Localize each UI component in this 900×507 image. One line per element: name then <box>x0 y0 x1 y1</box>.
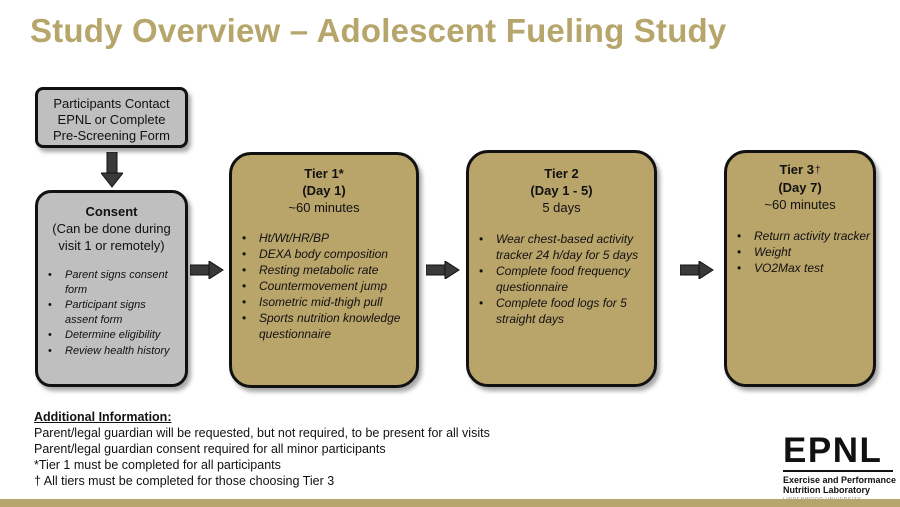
additional-info: Additional Information: Parent/legal gua… <box>34 409 490 489</box>
tier2-duration: 5 days <box>542 200 581 215</box>
right-arrow-icon <box>190 261 224 279</box>
list-item: Wear chest-based activity tracker 24 h/d… <box>469 231 654 263</box>
dagger-mark: † <box>814 165 821 176</box>
additional-info-line: Parent/legal guardian will be requested,… <box>34 426 490 440</box>
tier1-day: (Day 1) <box>302 183 346 198</box>
list-item: Resting metabolic rate <box>232 262 416 278</box>
tier2-box: Tier 2 (Day 1 - 5) 5 days Wear chest-bas… <box>466 150 657 387</box>
epnl-logo: EPNL Exercise and Performance Nutrition … <box>783 433 897 503</box>
down-arrow-icon <box>101 152 123 188</box>
tier3-bullets: Return activity tracker Weight VO2Max te… <box>727 228 873 276</box>
list-item: Participant signs assent form <box>38 298 185 327</box>
pre-screening-line: Participants Contact <box>53 96 170 111</box>
tier3-day: (Day 7) <box>778 180 822 195</box>
list-item: Countermovement jump <box>232 278 416 294</box>
right-arrow-icon <box>680 261 714 279</box>
pre-screening-line: Pre-Screening Form <box>52 128 171 143</box>
pre-screening-box: Participants Contact EPNL or Complete Pr… <box>35 87 188 148</box>
additional-info-line: Parent/legal guardian consent required f… <box>34 442 386 456</box>
tier1-heading: Tier 1* <box>304 166 344 181</box>
list-item: Review health history <box>38 344 185 359</box>
list-item: DEXA body composition <box>232 246 416 262</box>
additional-info-heading: Additional Information: <box>34 410 172 424</box>
list-item: Ht/Wt/HR/BP <box>232 230 416 246</box>
list-item: Return activity tracker <box>727 228 873 244</box>
consent-heading: Consent <box>85 204 138 219</box>
tier1-duration: ~60 minutes <box>288 200 360 215</box>
tier3-heading-row: Tier 3† <box>727 161 873 179</box>
consent-box: Consent (Can be done during visit 1 or r… <box>35 190 188 387</box>
consent-subtitle: (Can be done during <box>52 221 171 236</box>
list-item: Complete food frequency questionnaire <box>469 263 654 295</box>
list-item: VO2Max test <box>727 260 873 276</box>
list-item: Determine eligibility <box>38 328 185 343</box>
additional-info-line: † All tiers must be completed for those … <box>34 474 335 488</box>
consent-subtitle: visit 1 or remotely) <box>58 238 165 253</box>
tier3-heading: Tier 3 <box>779 162 814 177</box>
tier1-box: Tier 1* (Day 1) ~60 minutes Ht/Wt/HR/BP … <box>229 152 419 388</box>
pre-screening-line: EPNL or Complete <box>57 112 166 127</box>
list-item: Complete food logs for 5 straight days <box>469 295 654 327</box>
logo-line: Nutrition Laboratory <box>783 485 870 495</box>
list-item: Sports nutrition knowledge questionnaire <box>232 310 416 342</box>
tier3-duration: ~60 minutes <box>764 197 836 212</box>
consent-bullets: Parent signs consent form Participant si… <box>38 268 185 358</box>
tier2-heading: Tier 2 <box>544 166 579 181</box>
right-arrow-icon <box>426 261 460 279</box>
tier2-bullets: Wear chest-based activity tracker 24 h/d… <box>469 231 654 327</box>
logo-line: Exercise and Performance <box>783 475 897 485</box>
tier3-box: Tier 3† (Day 7) ~60 minutes Return activ… <box>724 150 876 387</box>
bottom-accent-bar <box>0 499 900 507</box>
page-title: Study Overview – Adolescent Fueling Stud… <box>30 12 727 49</box>
tier2-day: (Day 1 - 5) <box>530 183 593 198</box>
tier1-bullets: Ht/Wt/HR/BP DEXA body composition Restin… <box>232 230 416 342</box>
additional-info-line: *Tier 1 must be completed for all partic… <box>34 458 281 472</box>
list-item: Isometric mid-thigh pull <box>232 294 416 310</box>
list-item: Weight <box>727 244 873 260</box>
list-item: Parent signs consent form <box>38 268 185 297</box>
logo-mark: EPNL <box>783 433 893 472</box>
